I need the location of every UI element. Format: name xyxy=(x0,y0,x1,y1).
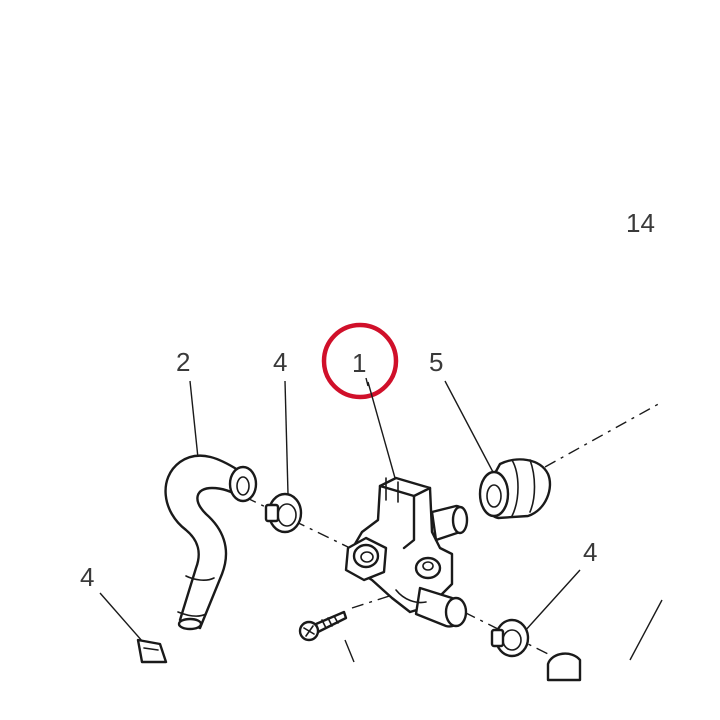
callout-clamp-lower-right: 4 xyxy=(583,537,597,567)
adjacent-hose-fragment xyxy=(546,599,663,682)
callout-clamp-upper-left: 4 xyxy=(273,347,287,377)
callout-grommet: 5 xyxy=(429,347,443,377)
highlight-circle xyxy=(321,322,399,400)
callout-clamp-lower-left: 4 xyxy=(80,562,94,592)
grommet xyxy=(478,458,552,520)
page-number: 14 xyxy=(626,208,655,238)
callout-valve: 1 xyxy=(352,348,366,378)
callout-hose: 2 xyxy=(176,347,190,377)
screw xyxy=(298,610,355,663)
hose xyxy=(164,454,258,631)
valve-body xyxy=(344,476,469,628)
clamp-lower-left xyxy=(136,638,168,664)
clamp-lower-right xyxy=(490,618,530,658)
clamp-upper-left xyxy=(264,492,303,534)
